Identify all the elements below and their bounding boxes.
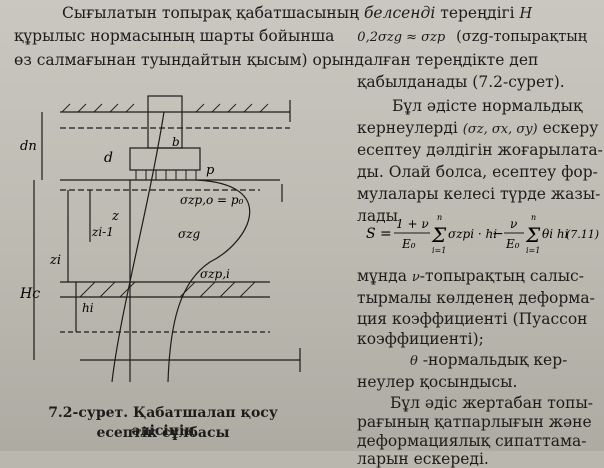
top-line-1-text: Сығылатын топырақ қабатшасының <box>62 4 360 22</box>
figure-7-2-diagram: dn d b p z σzp,o = p₀ σzg zi-1 zi σzp,i … <box>20 95 301 383</box>
formula-term1: σzpi · hi <box>448 227 497 241</box>
formula-term2: θi hi <box>542 227 569 241</box>
after-line-4: коэффициенті); <box>357 330 484 348</box>
label-sigma-zp0: σzp,o = p₀ <box>180 193 244 207</box>
top-line-3-text: өз салмағынан туындайтын қысым) <box>14 51 308 69</box>
label-dn: dn <box>20 139 37 154</box>
top-line-1-italic: белсенді <box>363 4 436 22</box>
label-hi: hi <box>82 301 94 315</box>
after-line-5: θ -нормальдық кер- <box>410 351 567 371</box>
after-line-5-b: -нормальдық кер- <box>422 351 568 369</box>
after-line-2: тырмалы көлденең деформа- <box>357 289 595 307</box>
top-line-4: қабылданады (7.2-сурет). <box>357 73 565 91</box>
label-d: d <box>104 150 113 166</box>
right-line-5: мулалары келесі түрде жазы- <box>357 185 601 203</box>
label-p: p <box>206 163 215 178</box>
formula-den2: E₀ <box>505 237 520 251</box>
right-line-2-math: (σz, σx, σy) <box>462 122 538 137</box>
label-zi-1: zi-1 <box>91 225 114 239</box>
formula-lhs: S = <box>366 226 392 242</box>
top-line-1: Сығылатын топырақ қабатшасының белсенді … <box>62 4 532 23</box>
after-line-9: деформациялық сипаттама- <box>357 432 587 450</box>
right-line-2: кернеулерді (σz, σx, σy) ескеру <box>357 119 598 139</box>
formula-sum2-bottom: i=1 <box>526 246 540 255</box>
formula-sum1-top: n <box>437 213 442 222</box>
formula-den1: E₀ <box>401 237 416 251</box>
label-sigma-zg: σzg <box>178 227 201 241</box>
top-line-2-math: 0,2σzg ≈ σzp <box>357 30 446 45</box>
formula-sum1-bottom: i=1 <box>432 246 446 255</box>
top-line-2: құрылыс нормасының шарты бойынша 0,2σzg … <box>14 27 587 47</box>
formula-num2: ν <box>510 217 517 231</box>
top-line-3-end: орындалған тереңдікте деп <box>312 51 539 69</box>
after-line-1-a: мұнда <box>357 267 407 285</box>
top-line-2-paren: (σzg-топырақтың <box>456 29 588 45</box>
after-line-7: Бұл әдіс жертабан топы- <box>390 394 594 412</box>
top-line-3: өз салмағынан туындайтын қысым) орындалғ… <box>14 51 538 69</box>
right-line-4: ды. Олай болса, есептеу фор- <box>357 163 598 181</box>
formula-sum2-top: n <box>531 213 536 222</box>
formula-minus: − <box>492 226 504 242</box>
label-b: b <box>172 135 180 149</box>
right-line-2-b: ескеру <box>542 119 599 137</box>
right-line-2-a: кернеулерді <box>357 119 458 137</box>
right-line-3: есептеу дәлдігін жоғарылата- <box>357 141 603 159</box>
formula-7-11: S = 1 + ν E₀ n Σ i=1 σzpi · hi − ν E₀ n … <box>366 213 599 255</box>
top-line-2-text: құрылыс нормасының шарты бойынша <box>14 27 335 45</box>
svg-text:Σ: Σ <box>525 223 541 247</box>
formula-number: (7.11) <box>566 228 599 241</box>
label-Hc: Hc <box>20 286 40 302</box>
top-line-1-symbol: H <box>519 6 533 22</box>
right-line-6: лады <box>357 207 398 225</box>
after-line-1-math: ν <box>411 270 420 285</box>
formula-num1: 1 + ν <box>396 217 429 231</box>
after-line-3: ция коэффициенті (Пуассон <box>357 310 588 328</box>
svg-text:Σ: Σ <box>431 223 447 247</box>
after-line-1-b: -топырақтың салыс- <box>419 267 584 285</box>
after-line-8: рағының қатпарлығын және <box>357 413 592 431</box>
top-line-1-end: тереңдігі <box>440 4 515 22</box>
after-line-1: мұнда ν-топырақтың салыс- <box>357 267 584 287</box>
figure-caption-line-2: есептік сұлбасы <box>96 425 230 441</box>
label-sigma-zpi: σzp,i <box>200 267 230 281</box>
figure-caption-line-1: 7.2-сурет. Қабатшалап қосу әдісінің <box>48 405 278 439</box>
after-line-5-math: θ <box>410 354 418 369</box>
after-line-6: неулер қосындысы. <box>357 373 518 391</box>
label-zi: zi <box>49 253 61 268</box>
after-line-10: ларын ескереді. <box>357 450 489 468</box>
right-line-1: Бұл әдісте нормальдық <box>392 97 583 115</box>
label-z: z <box>111 209 119 224</box>
